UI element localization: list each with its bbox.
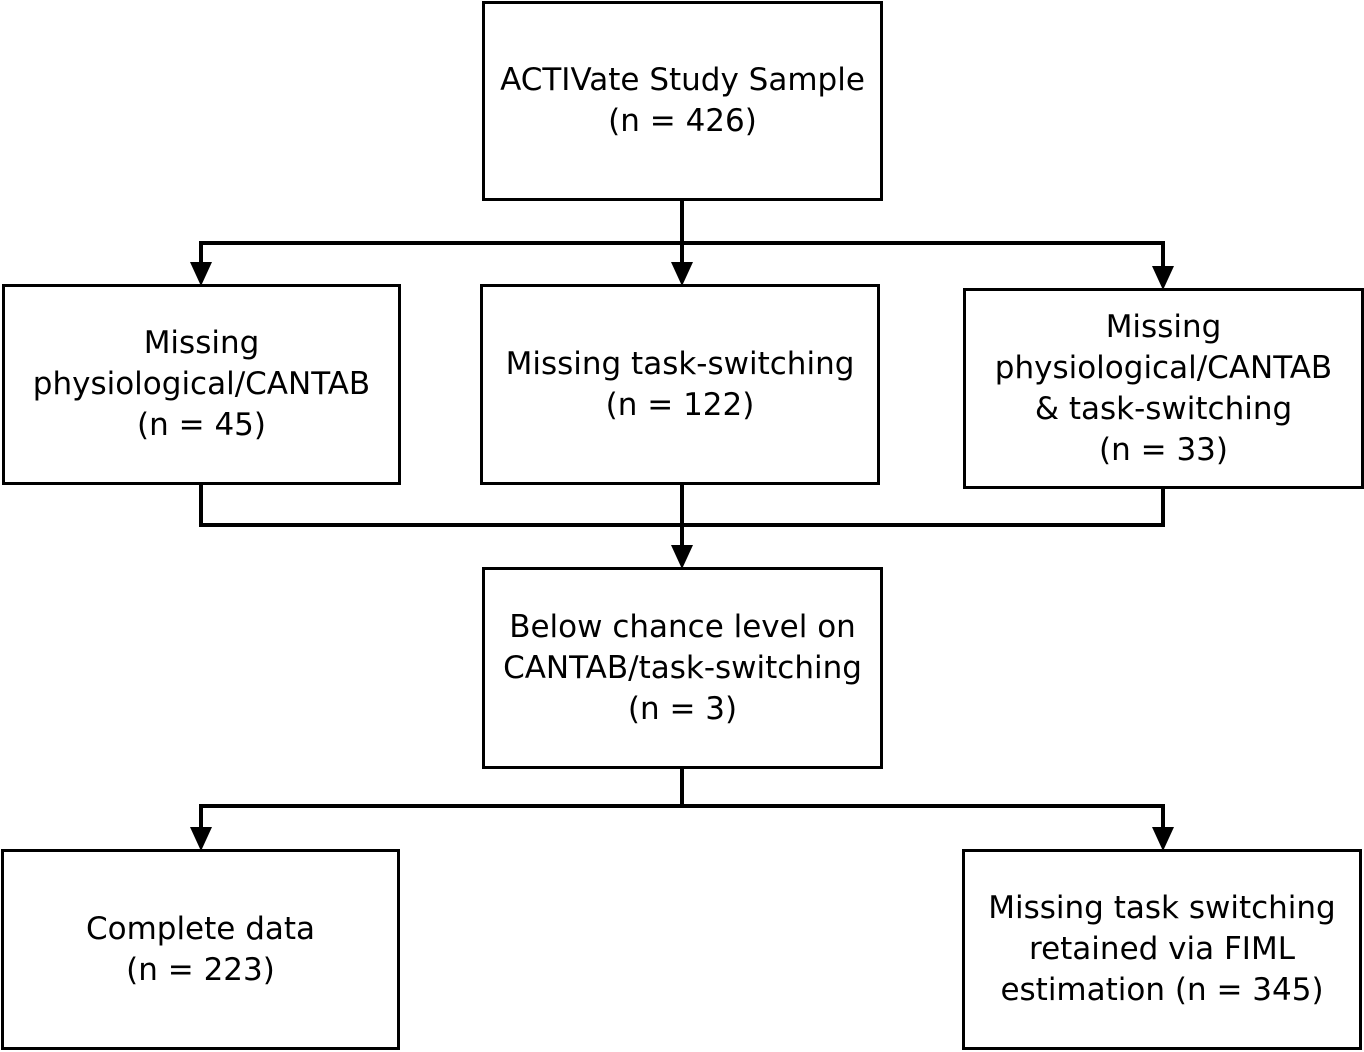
node-below-chance-line-1: Below chance level on [509,608,856,645]
node-missing-physiological-line-2: physiological/CANTAB [32,366,371,402]
node-missing-both-line-1: Missing [1105,308,1222,345]
node-missing-physiological-line-3: (n = 45) [137,407,266,443]
node-study-sample-line-2: (n = 426) [608,103,757,139]
arrowhead-to-missing-task [671,262,693,286]
arrowhead-to-missing-physio [190,262,212,286]
node-complete-data-line-2: (n = 223) [126,951,275,988]
node-missing-physiological-line-1: Missing [143,325,260,361]
node-missing-task-switching-line-2: (n = 122) [605,386,755,423]
node-missing-both-line-4: (n = 33) [1099,431,1228,468]
node-fiml-retained-line-3: estimation (n = 345) [1000,972,1324,1008]
arrowhead-to-below-chance [671,545,693,569]
arrowhead-to-missing-both [1152,266,1174,290]
arrowhead-to-fiml [1152,827,1174,851]
node-fiml-retained-line-2: retained via FIML [1029,931,1295,967]
node-complete-data: Complete data (n = 223) [1,849,400,1050]
node-missing-task-switching-line-1: Missing task-switching [505,345,855,382]
node-missing-task-switching: Missing task-switching (n = 122) [480,284,880,485]
node-complete-data-line-1: Complete data [85,910,316,947]
arrowhead-to-complete [190,827,212,851]
node-study-sample-line-1: ACTIVate Study Sample [500,62,865,98]
node-fiml-retained-line-1: Missing task switching [988,890,1336,926]
node-below-chance: Below chance level on CANTAB/task-switch… [482,567,883,769]
node-study-sample: ACTIVate Study Sample (n = 426) [482,1,883,201]
node-below-chance-line-2: CANTAB/task-switching [503,649,862,686]
node-fiml-retained: Missing task switching retained via FIML… [962,849,1362,1050]
node-missing-both: Missing physiological/CANTAB & task-swit… [963,288,1364,489]
node-missing-both-line-2: physiological/CANTAB [994,349,1333,386]
node-missing-both-line-3: & task-switching [1034,390,1293,427]
node-below-chance-line-3: (n = 3) [627,690,738,727]
node-missing-physiological: Missing physiological/CANTAB (n = 45) [2,284,401,485]
